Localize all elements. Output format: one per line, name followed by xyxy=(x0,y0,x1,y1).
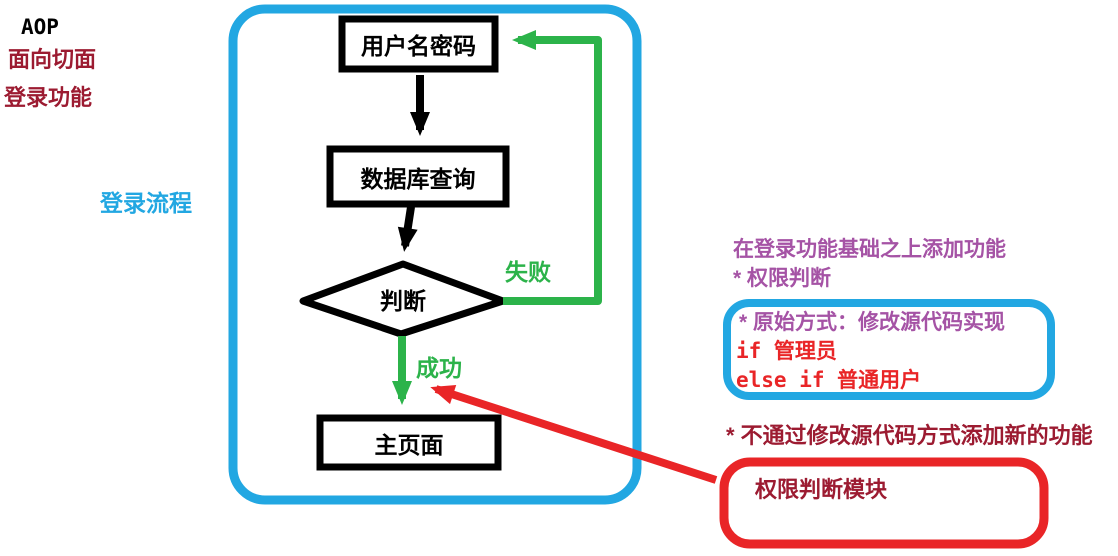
note-aspect-oriented: 面向切面 xyxy=(8,47,97,72)
code-line-if: if 管理员 xyxy=(736,339,837,363)
login-flow-boundary xyxy=(228,4,642,505)
arrow-query-to-decision xyxy=(397,206,418,252)
code-line-else-if: else if 普通用户 xyxy=(736,368,922,392)
edge-label-success: 成功 xyxy=(416,355,462,381)
note-login-flow: 登录流程 xyxy=(100,190,192,216)
note-aop: AOP xyxy=(21,15,59,39)
original-way-note-box xyxy=(723,299,1055,400)
note-login-feature: 登录功能 xyxy=(4,85,93,110)
db-query-box xyxy=(326,145,510,208)
node-db-query-label: 数据库查询 xyxy=(360,166,476,192)
note-add-feature: 在登录功能基础之上添加功能 xyxy=(733,238,1006,261)
node-username-password-label: 用户名密码 xyxy=(361,34,476,59)
main-page-box xyxy=(316,414,502,471)
note-no-source-modify: * 不通过修改源代码方式添加新的功能 xyxy=(726,423,1093,448)
node-main-page-label: 主页面 xyxy=(374,432,444,458)
note-original-way: * 原始方式：修改源代码实现 xyxy=(739,311,1006,334)
failure-arrow xyxy=(503,30,602,305)
username-password-box xyxy=(338,15,499,73)
node-decision-label: 判断 xyxy=(380,289,426,314)
note-permission-item: * 权限判断 xyxy=(733,267,832,290)
permission-module-box xyxy=(719,457,1049,549)
permission-module-label: 权限判断模块 xyxy=(755,477,888,502)
edge-label-failure: 失败 xyxy=(505,259,551,285)
module-callout-arrow xyxy=(430,385,718,484)
